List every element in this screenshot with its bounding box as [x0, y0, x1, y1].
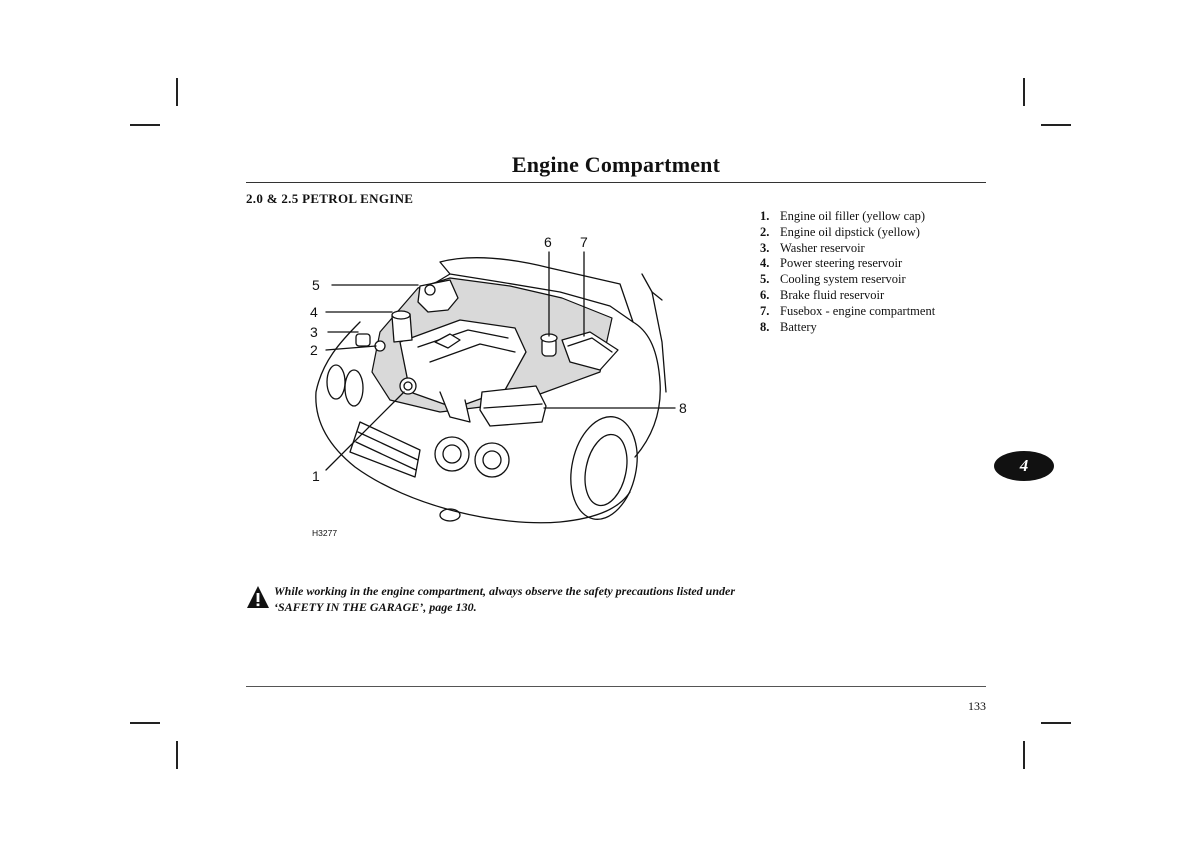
component-legend: 1. Engine oil filler (yellow cap) 2. Engin…: [760, 209, 935, 335]
crop-mark: [1023, 741, 1025, 769]
crop-mark: [1023, 78, 1025, 106]
callout-3: 3: [310, 324, 318, 340]
page-title: Engine Compartment: [511, 152, 721, 177]
callout-2: 2: [310, 342, 318, 358]
engine-diagram: 5 4 3 2 1 6 7 8 H3277: [310, 234, 687, 538]
title-rule: [246, 182, 986, 183]
legend-number: 5.: [760, 272, 770, 287]
crop-mark: [176, 741, 178, 769]
legend-item: 6. Brake fluid reservoir: [760, 288, 935, 304]
leader-line-1: [325, 391, 405, 471]
headlamp-right-inner: [482, 450, 502, 470]
mirror: [651, 291, 663, 301]
footer-rule: [246, 686, 986, 687]
legend-number: 6.: [760, 287, 770, 302]
legend-item: 2. Engine oil dipstick (yellow): [760, 225, 935, 241]
headlamp-left-inner: [442, 444, 462, 464]
legend-number: 3.: [760, 240, 770, 255]
legend-label: Washer reservoir: [780, 240, 865, 255]
section-heading: 2.0 & 2.5 PETROL ENGINE: [246, 191, 414, 206]
legend-item: 4. Power steering reservoir: [760, 256, 935, 272]
wheel-hub: [584, 433, 628, 507]
cooling-cap: [424, 284, 436, 296]
legend-label: Engine oil filler (yellow cap): [780, 209, 926, 223]
legend-label: Cooling system reservoir: [780, 272, 906, 287]
figure-code: H3277: [312, 528, 337, 538]
legend-number: 2.: [760, 224, 770, 239]
engine-ribs: [417, 329, 516, 363]
engine-compartment-illustration: 5 4 3 2 1 6 7 8 H3277: [300, 222, 720, 547]
battery-edge: [483, 403, 543, 409]
headlamp-left: [434, 436, 470, 472]
fusebox-lid-edge: [567, 337, 613, 353]
chapter-tab-badge: 4: [994, 451, 1054, 481]
legend-number: 4.: [760, 256, 770, 271]
headlamp-right: [474, 442, 510, 478]
fusebox: [561, 331, 619, 371]
front-wheel: [570, 416, 638, 520]
legend-label: Power steering reservoir: [780, 256, 903, 271]
front-grille: [349, 421, 421, 478]
legend-number: 7.: [760, 303, 770, 318]
fender-outline: [632, 321, 661, 458]
crop-mark: [130, 722, 160, 724]
legend-label: Fusebox - engine compartment: [780, 303, 936, 318]
callout-4: 4: [310, 304, 318, 320]
legend-number: 1.: [760, 209, 770, 223]
grille-bars: [355, 431, 419, 471]
page-number: 133: [968, 699, 986, 713]
crop-mark: [1041, 722, 1071, 724]
intake: [439, 391, 471, 423]
headlamp-far-left: [326, 364, 346, 400]
legend-item: 3. Washer reservoir: [760, 241, 935, 257]
body-outline: [315, 321, 631, 524]
engine-cover-mark: [434, 333, 461, 349]
callout-1: 1: [312, 468, 320, 484]
legend-item: 7. Fusebox - engine compartment: [760, 304, 935, 320]
headlamp-far-left-2: [344, 369, 364, 407]
crop-mark: [176, 78, 178, 106]
power-steering-cap: [391, 310, 411, 320]
legend-label: Brake fluid reservoir: [780, 287, 885, 302]
windscreen-pillar: [641, 273, 667, 393]
legend-label: Engine oil dipstick (yellow): [780, 224, 920, 239]
crop-mark: [130, 124, 160, 126]
oil-filler-cap: [399, 377, 417, 395]
callout-8: 8: [679, 400, 687, 416]
legend-label: Battery: [780, 319, 817, 334]
legend-item: 5. Cooling system reservoir: [760, 272, 935, 288]
legend-item: 1. Engine oil filler (yellow cap): [760, 209, 935, 225]
warning-triangle-icon: [247, 586, 269, 608]
legend-item: 8. Battery: [760, 320, 935, 336]
fog-lamp: [439, 508, 461, 522]
callout-6: 6: [544, 234, 552, 250]
oil-filler-cap-inner: [403, 381, 413, 391]
callout-5: 5: [312, 277, 320, 293]
legend-number: 8.: [760, 319, 770, 334]
leader-line-2: [325, 345, 377, 351]
washer-reservoir-cap: [355, 333, 371, 347]
callout-7: 7: [580, 234, 588, 250]
bonnet-outline: [439, 257, 634, 323]
warning-text: While working in the engine compartment,…: [274, 584, 736, 614]
crop-mark: [1041, 124, 1071, 126]
